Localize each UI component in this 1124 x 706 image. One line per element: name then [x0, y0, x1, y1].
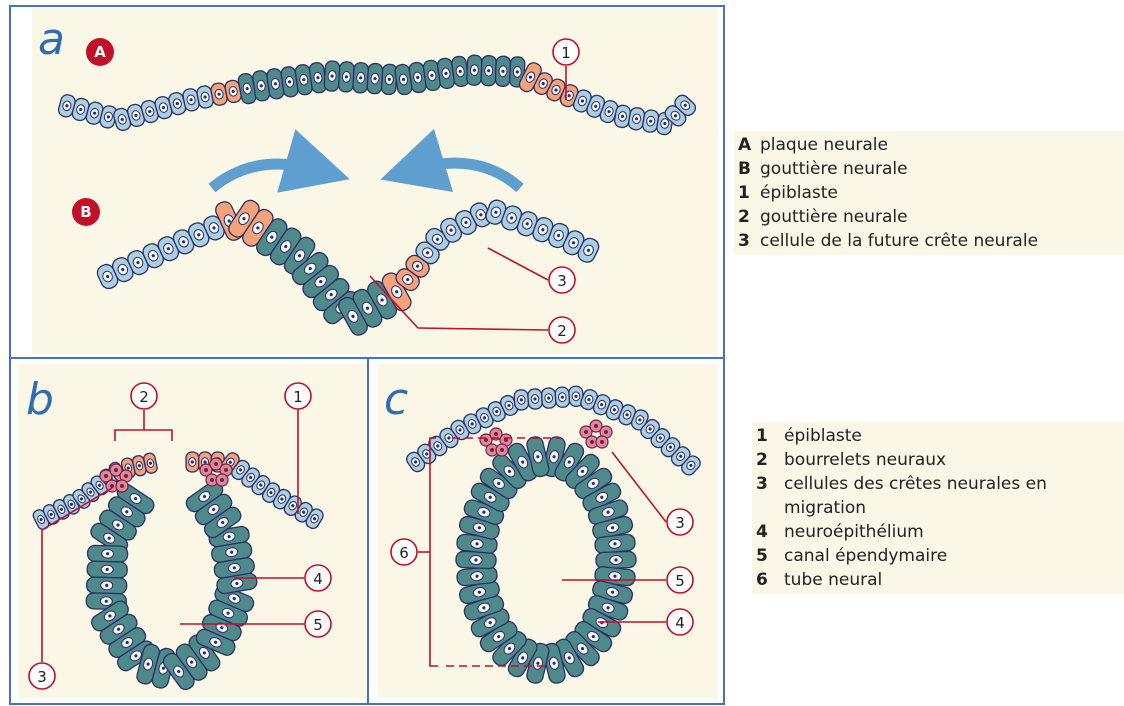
- cell: [353, 62, 369, 93]
- step-a-badge: A: [86, 38, 114, 66]
- cell: [555, 387, 570, 408]
- cell: [381, 64, 397, 95]
- cell: [338, 62, 354, 93]
- step-b-badge: B: [72, 198, 100, 226]
- callout-a-1: 1: [553, 39, 579, 65]
- callout-b-4: 4: [305, 565, 331, 591]
- svg-text:6: 6: [399, 544, 409, 562]
- cell: [186, 452, 199, 472]
- callout-b-1: 1: [285, 383, 311, 409]
- svg-text:3: 3: [37, 668, 47, 686]
- callout-b-5: 5: [305, 611, 331, 637]
- svg-text:3: 3: [557, 272, 567, 290]
- svg-text:B: B: [80, 203, 91, 221]
- svg-text:4: 4: [313, 570, 323, 588]
- svg-text:1: 1: [561, 44, 571, 62]
- svg-text:5: 5: [675, 572, 685, 590]
- svg-text:5: 5: [313, 616, 323, 634]
- svg-text:2: 2: [139, 388, 149, 406]
- callout-b-2: 2: [131, 383, 157, 409]
- cell: [467, 55, 482, 86]
- cell: [456, 566, 497, 586]
- callout-c-3: 3: [667, 509, 693, 535]
- legend-item: 4neuroépithélium: [756, 520, 1124, 544]
- legend-item: 3cellule de la future crête neurale: [738, 229, 1124, 253]
- cell: [367, 63, 383, 94]
- legend-item: 6tube neural: [756, 568, 1124, 592]
- cell: [481, 55, 496, 86]
- cell: [87, 561, 127, 578]
- cell: [86, 577, 126, 594]
- svg-text:1: 1: [293, 388, 303, 406]
- svg-text:4: 4: [675, 614, 685, 632]
- callout-a-3: 3: [549, 267, 575, 293]
- callout-a-2: 2: [549, 317, 575, 343]
- cell: [495, 56, 510, 87]
- cell: [324, 61, 340, 92]
- callout-c-4: 4: [667, 609, 693, 635]
- callout-c-6: 6: [391, 539, 417, 565]
- cell: [514, 389, 529, 410]
- svg-text:A: A: [94, 43, 106, 61]
- panel-c-label: c: [384, 374, 408, 425]
- callout-c-5: 5: [667, 567, 693, 593]
- svg-text:2: 2: [557, 322, 567, 340]
- cell: [87, 545, 127, 562]
- cell: [528, 389, 543, 410]
- svg-text:3: 3: [675, 514, 685, 532]
- callout-b-3: 3: [29, 663, 55, 689]
- cell: [541, 388, 556, 409]
- panel-a-label: a: [38, 14, 65, 65]
- panel-b-label: b: [26, 374, 54, 425]
